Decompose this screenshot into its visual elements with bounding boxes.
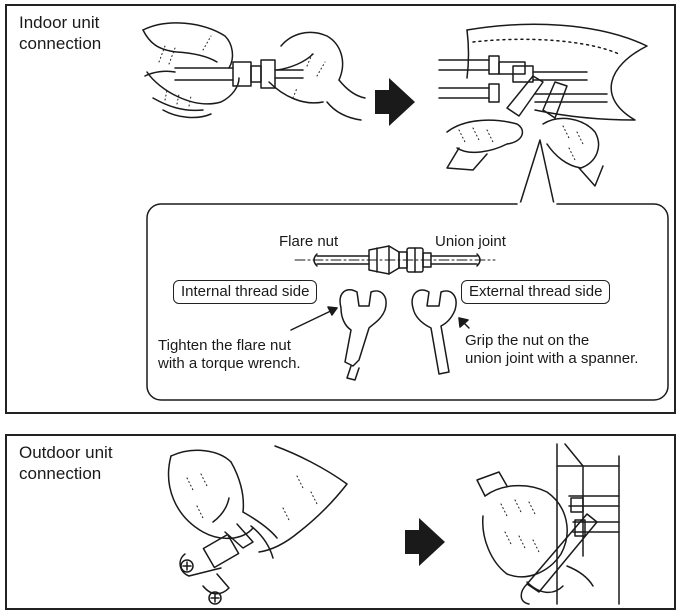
callout-connector [520,140,554,204]
hand-tightening-illustration [143,23,365,120]
torque-wrench-instruction: Tighten the flare nut with a torque wren… [158,337,301,373]
indoor-unit-panel: Indoor unit connection [5,4,676,414]
right-arrow-icon [375,78,415,126]
external-thread-side-label: External thread side [461,280,610,304]
outdoor-unit-panel: Outdoor unit connection [5,434,676,610]
flare-nut-label: Flare nut [279,233,338,251]
indoor-wrenches-illustration [439,24,647,186]
spanner-instruction: Grip the nut on the union joint with a s… [465,332,638,368]
union-joint-label: Union joint [435,233,506,251]
outdoor-wrench-illustration [477,444,619,604]
right-arrow-icon [405,518,445,566]
internal-thread-side-label: Internal thread side [173,280,317,304]
outdoor-illustrations [7,436,674,608]
outdoor-hand-valve-illustration [169,446,347,604]
